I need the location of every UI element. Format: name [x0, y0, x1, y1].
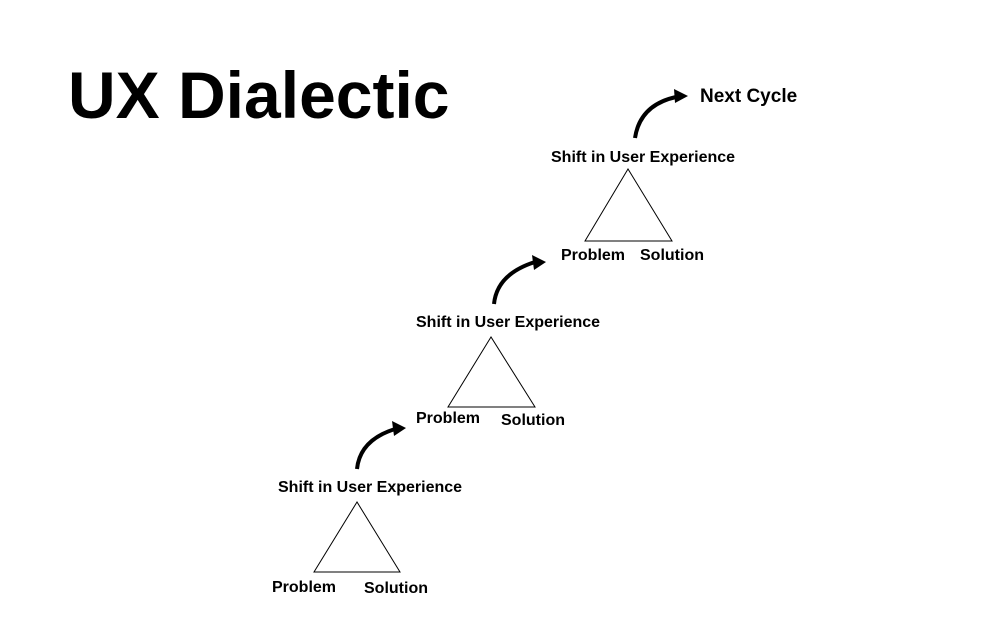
cycle-1-triangle: [313, 501, 401, 573]
diagram-title: UX Dialectic: [68, 58, 450, 132]
cycle-1-problem-label: Problem: [272, 579, 337, 596]
cycle-2-triangle: [447, 336, 536, 408]
cycle-1-arrow-icon: [355, 427, 396, 470]
cycle-2-solution-label: Solution: [501, 412, 565, 429]
cycle-3-solution-label: Solution: [640, 247, 704, 264]
cycle-2-problem-label: Problem: [416, 410, 481, 427]
cycle-3-arrow-icon: [633, 95, 677, 139]
cycle-3-arrowhead: [674, 89, 688, 103]
cycle-1-arrowhead: [392, 421, 406, 436]
cycle-3-triangle: [584, 168, 673, 242]
cycle-3-apex-label: Shift in User Experience: [551, 149, 736, 166]
cycle-2-apex-label: Shift in User Experience: [416, 314, 601, 331]
cycle-1-solution-label: Solution: [364, 580, 428, 597]
cycle-2-arrow-icon: [492, 260, 536, 305]
cycle-1-apex-label: Shift in User Experience: [278, 479, 463, 496]
cycle-3-problem-label: Problem: [561, 247, 626, 264]
cycle-2-arrowhead: [532, 255, 546, 270]
next-cycle-label: Next Cycle: [700, 86, 798, 107]
